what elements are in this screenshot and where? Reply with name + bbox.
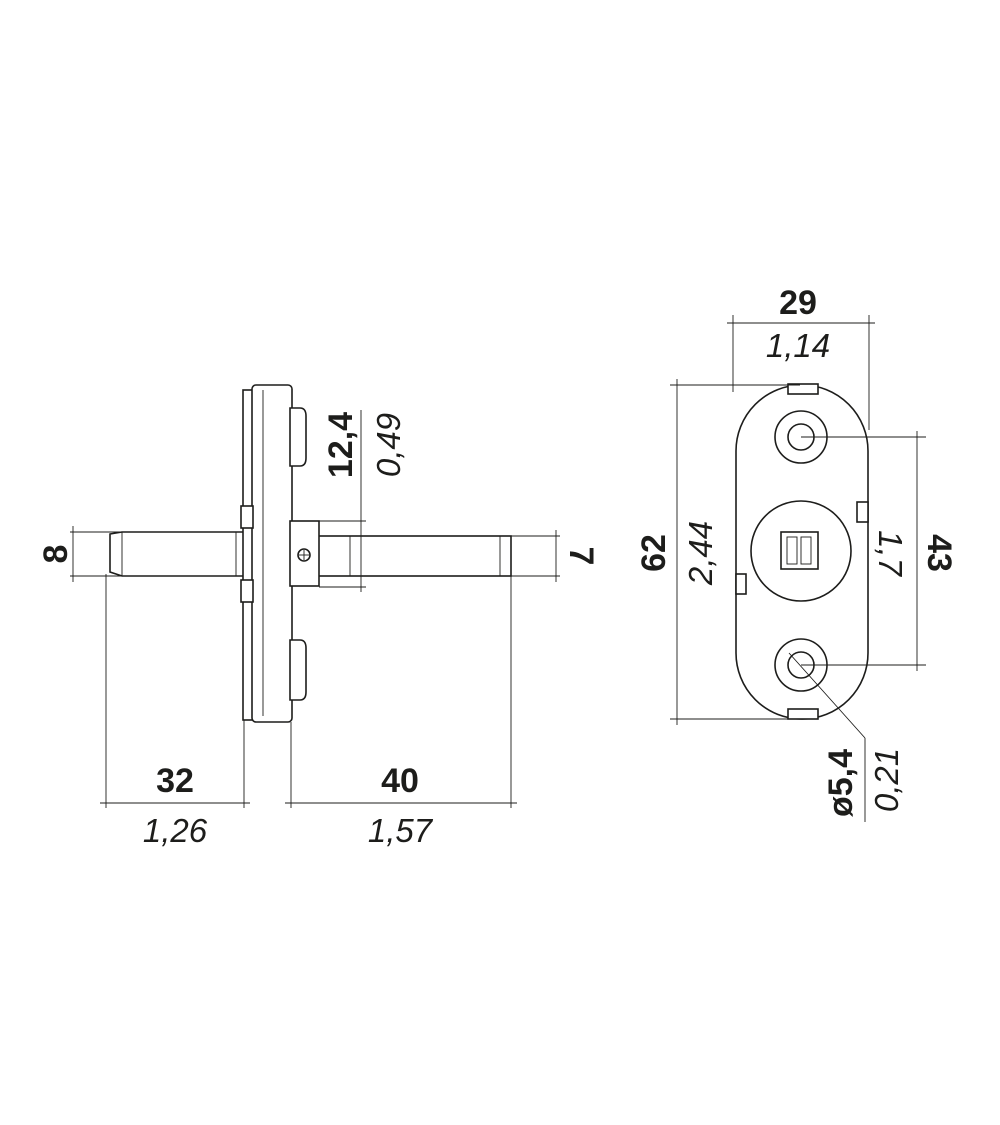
dim-right-length: 40 1,57 (285, 576, 517, 849)
right-shaft (299, 535, 512, 577)
dim-hub-height: 12,4 0,49 (319, 410, 407, 592)
left-shaft (109, 531, 247, 577)
dim-plate-height-inch: 2,44 (682, 521, 719, 586)
dim-hole-diameter-mm: ø5,4 (822, 749, 860, 817)
dim-plate-width: 29 1,14 (727, 284, 875, 430)
dim-plate-height-mm: 62 (635, 534, 673, 572)
dim-plate-width-inch: 1,14 (766, 327, 830, 364)
dim-hub-height-inch: 0,49 (370, 413, 407, 477)
dim-plate-width-mm: 29 (779, 284, 817, 322)
hub (289, 520, 320, 587)
dim-hole-spacing: 43 1,7 (801, 431, 958, 671)
dim-right-length-mm: 40 (381, 762, 419, 800)
dim-right-shaft-diameter-mm: 7 (562, 547, 600, 566)
dim-hub-height-mm: 12,4 (322, 412, 360, 478)
dim-right-length-inch: 1,57 (368, 812, 434, 849)
front-view: 29 1,14 62 2,44 43 1,7 ø5,4 0,21 (635, 284, 958, 822)
dim-right-shaft-diameter: 7 (511, 530, 600, 582)
side-view: 8 32 1,26 40 1,57 12,4 0,49 (37, 384, 600, 849)
dim-hole-diameter-inch: 0,21 (868, 748, 905, 812)
dim-left-length: 32 1,26 (100, 574, 250, 849)
dim-plate-height: 62 2,44 (635, 379, 800, 725)
dim-hole-diameter: ø5,4 0,21 (788, 652, 905, 822)
dim-hole-spacing-mm: 43 (920, 534, 958, 572)
dim-shaft-diameter: 8 (37, 526, 122, 582)
dim-shaft-diameter-mm: 8 (37, 545, 75, 564)
dim-hole-spacing-inch: 1,7 (872, 530, 909, 578)
mounting-plate (240, 384, 307, 723)
dim-left-length-inch: 1,26 (143, 812, 208, 849)
dim-left-length-mm: 32 (156, 762, 194, 800)
center-square-hole (750, 500, 852, 602)
